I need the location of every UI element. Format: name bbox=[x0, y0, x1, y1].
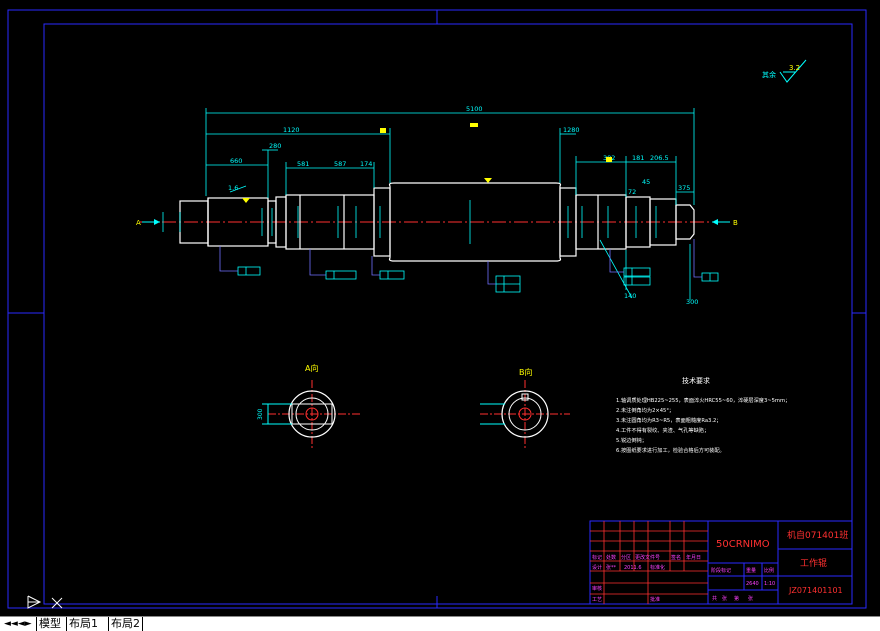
weight-value: 2640 bbox=[746, 581, 759, 587]
tab-model[interactable]: 模型 bbox=[36, 617, 63, 631]
weight-label: 重量 bbox=[746, 567, 756, 574]
tech-req-item-6: 6.按图纸要求进行加工，检验合格后方可装配。 bbox=[616, 446, 725, 454]
header-mark: 标记 bbox=[592, 554, 602, 561]
sheet-total-label: 共 bbox=[712, 595, 717, 602]
annotation-markers bbox=[242, 123, 612, 203]
process-label: 工艺 bbox=[592, 597, 602, 603]
dim-72: 72 bbox=[628, 188, 636, 196]
designer-name: 张** bbox=[606, 564, 617, 571]
dim-45: 45 bbox=[642, 178, 650, 186]
dim-1280: 1280 bbox=[563, 126, 580, 134]
view-arrows: A B bbox=[136, 219, 738, 227]
cad-drawing-canvas[interactable]: 其余 3.2 bbox=[0, 0, 880, 616]
stage-label: 阶段标记 bbox=[711, 567, 731, 574]
tech-req-item-5: 5.锐边倒钝； bbox=[616, 436, 647, 444]
header-zone: 分区 bbox=[621, 554, 631, 561]
tab-layout2[interactable]: 布局2 bbox=[108, 617, 143, 631]
shaft-outline bbox=[179, 182, 695, 262]
roughness-value: 3.2 bbox=[789, 64, 800, 72]
tab-layout1[interactable]: 布局1 bbox=[66, 617, 100, 631]
dim-660: 660 bbox=[230, 157, 242, 165]
section-b-label: B向 bbox=[519, 367, 533, 377]
arrow-a-label: A bbox=[136, 219, 141, 227]
section-a-dim: 300 bbox=[257, 408, 264, 420]
section-b-view: B向 bbox=[480, 367, 570, 448]
dim-280: 280 bbox=[269, 142, 281, 150]
dim-206: 206.5 bbox=[650, 154, 669, 162]
layout-tab-bar: ◄◄◄► 模型 布局1 布局2 bbox=[0, 616, 880, 631]
school-class: 机自071401班 bbox=[787, 529, 848, 541]
header-date: 年月日 bbox=[686, 554, 701, 561]
dim-300: 300 bbox=[686, 298, 698, 306]
sheet-no-label: 第 bbox=[734, 595, 739, 602]
arrow-b-label: B bbox=[733, 219, 738, 227]
material-value: 50CRNIMO bbox=[716, 539, 770, 550]
title-block: 50CRNIMO 机自071401班 工作辊 JZ071401101 标记 处数… bbox=[589, 520, 853, 605]
dimension-lines bbox=[205, 108, 695, 300]
drawing-svg: 其余 3.2 bbox=[7, 9, 867, 609]
design-label: 设计 bbox=[592, 564, 602, 571]
roughness-label: 其余 bbox=[762, 70, 776, 79]
dim-overall: 5100 bbox=[466, 105, 483, 113]
standardization-label: 标准化 bbox=[650, 564, 665, 571]
technical-requirements: 技术要求 1.轴调质处理HB225~255，表面淬火HRC55~60，淬硬层深度… bbox=[616, 376, 790, 454]
design-date: 2011.6 bbox=[624, 565, 642, 571]
tech-req-item-2: 2.未注倒角均为2×45°； bbox=[616, 406, 674, 414]
section-a-label: A向 bbox=[305, 363, 318, 373]
scale-label: 比例 bbox=[764, 567, 774, 574]
part-name: 工作辊 bbox=[800, 557, 827, 569]
sheet-no-unit: 张 bbox=[748, 595, 753, 602]
scale-value: 1:10 bbox=[764, 581, 775, 587]
roughness-symbol: 其余 3.2 bbox=[762, 59, 807, 83]
tech-req-item-1: 1.轴调质处理HB225~255，表面淬火HRC55~60，淬硬层深度3~5mm… bbox=[616, 396, 790, 404]
sheet-total-unit: 张 bbox=[722, 595, 727, 602]
dim-140: 140 bbox=[624, 292, 636, 300]
ucs-icon bbox=[27, 595, 63, 609]
tolerance-leaders bbox=[219, 239, 702, 285]
section-a-view: A向 300 bbox=[257, 363, 360, 448]
dim-1-6: 1.6 bbox=[228, 184, 238, 192]
header-change-doc: 更改文件号 bbox=[635, 554, 660, 561]
dim-1120: 1120 bbox=[283, 126, 300, 134]
dim-581: 581 bbox=[297, 160, 309, 168]
dim-375: 375 bbox=[678, 184, 690, 192]
check-label: 审核 bbox=[592, 585, 602, 592]
dimension-texts: 5100 1120 280 660 581 587 174 1280 382 1… bbox=[228, 105, 698, 306]
dim-587: 587 bbox=[334, 160, 346, 168]
header-sign: 签名 bbox=[671, 554, 681, 561]
tech-req-item-4: 4.工件不得有裂纹、夹渣、气孔等缺陷； bbox=[616, 426, 709, 434]
tech-req-item-3: 3.未注圆角均为R3~R5，表面粗糙度Ra3.2； bbox=[616, 416, 721, 424]
diameter-markers bbox=[162, 200, 657, 244]
header-count: 处数 bbox=[606, 554, 616, 561]
tech-req-title: 技术要求 bbox=[682, 376, 710, 385]
dim-181: 181 bbox=[632, 154, 644, 162]
drawing-number: JZ071401101 bbox=[788, 586, 843, 595]
approve-label: 批准 bbox=[650, 596, 660, 603]
tab-nav-arrows[interactable]: ◄◄◄► bbox=[4, 619, 32, 629]
dim-174: 174 bbox=[360, 160, 372, 168]
sheet-frame bbox=[7, 9, 867, 609]
